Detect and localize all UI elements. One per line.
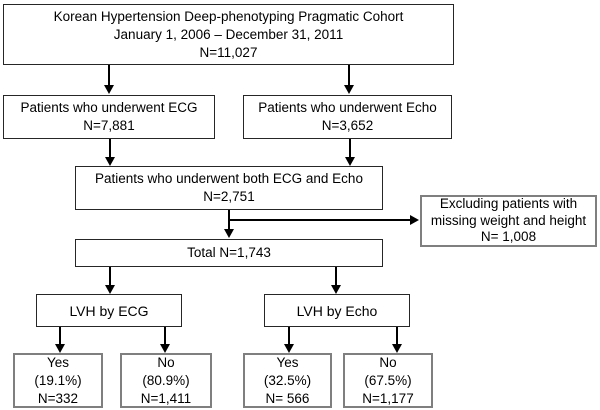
arrow-shaft [109, 139, 111, 159]
arrow-shaft [59, 327, 61, 346]
connector-cohort-to-ecg [104, 65, 114, 94]
node-line: N=11,027 [199, 44, 258, 60]
node-ecg-no: No (80.9%) N=1,411 [120, 353, 212, 408]
node-echo-yes: Yes (32.5%) N= 566 [243, 353, 332, 408]
node-line: No [379, 354, 397, 370]
arrow-shaft [396, 327, 398, 346]
node-line: Excluding patients with [439, 196, 578, 212]
node-lvh-ecg: LVH by ECG [36, 294, 182, 327]
connector-echo-to-both [345, 139, 355, 166]
arrow-down-icon [104, 85, 114, 94]
node-line: (19.1%) [34, 372, 82, 388]
connector-cohort-to-echo [344, 65, 354, 94]
node-line: (32.5%) [263, 372, 312, 388]
node-echo: Patients who underwent Echo N=3,652 [243, 95, 452, 139]
arrow-shaft [164, 327, 166, 346]
node-line: January 1, 2006 – December 31, 2011 [113, 26, 344, 42]
connector-lvh-ecg-to-no [160, 327, 170, 353]
node-line: Total N=1,743 [187, 245, 271, 260]
arrow-shaft [335, 267, 337, 287]
arrow-down-icon [160, 344, 170, 353]
node-line: Yes [276, 354, 299, 370]
node-ecg-yes: Yes (19.1%) N=332 [13, 353, 103, 408]
node-line: N=2,751 [203, 189, 255, 204]
node-line: N=3,652 [321, 118, 374, 133]
arrow-down-icon [284, 344, 294, 353]
arrow-shaft [228, 219, 412, 221]
connector-total-to-lvh-ecg [105, 267, 115, 294]
node-line: LVH by Echo [296, 302, 378, 319]
arrow-down-icon [55, 344, 65, 353]
arrow-shaft [348, 65, 350, 87]
connector-lvh-echo-to-no [392, 327, 402, 353]
node-excluded: Excluding patients with missing weight a… [420, 195, 597, 247]
node-line: Patients who underwent ECG [20, 100, 198, 115]
arrow-down-icon [344, 85, 354, 94]
connector-total-to-lvh-echo [331, 267, 341, 294]
arrow-shaft [108, 65, 110, 87]
node-echo-no: No (67.5%) N=1,177 [343, 353, 433, 408]
node-line: Yes [46, 354, 70, 370]
node-line: N= 1,008 [480, 229, 537, 245]
node-total: Total N=1,743 [75, 239, 383, 267]
node-line: Patients who underwent Echo [258, 100, 437, 115]
node-line: (67.5%) [364, 372, 412, 388]
arrow-down-icon [392, 344, 402, 353]
connector-lvh-echo-to-yes [284, 327, 294, 353]
connector-ecg-to-both [105, 139, 115, 166]
arrow-down-icon [345, 157, 355, 166]
node-line: N= 566 [265, 390, 310, 406]
node-line: No [157, 354, 175, 370]
node-lvh-echo: LVH by Echo [264, 294, 410, 327]
node-line: (80.9%) [142, 372, 190, 388]
node-line: N=332 [37, 390, 79, 406]
arrow-shaft [288, 327, 290, 346]
arrow-shaft [349, 139, 351, 159]
arrow-right-icon [410, 215, 419, 225]
node-line: N=1,177 [362, 390, 414, 406]
arrow-down-icon [224, 229, 234, 238]
arrow-down-icon [105, 157, 115, 166]
arrow-down-icon [331, 285, 341, 294]
node-line: Korean Hypertension Deep-phenotyping Pra… [53, 8, 404, 24]
node-ecg: Patients who underwent ECG N=7,881 [3, 95, 215, 139]
connector-both-to-excluded [228, 215, 419, 225]
arrow-down-icon [105, 285, 115, 294]
node-line: missing weight and height [430, 212, 587, 228]
node-both: Patients who underwent both ECG and Echo… [75, 166, 383, 210]
node-line: N=1,411 [140, 390, 192, 406]
connector-lvh-ecg-to-yes [55, 327, 65, 353]
node-cohort: Korean Hypertension Deep-phenotyping Pra… [3, 4, 454, 65]
node-line: N=7,881 [83, 118, 135, 133]
node-line: LVH by ECG [69, 302, 149, 319]
node-line: Patients who underwent both ECG and Echo [95, 171, 363, 186]
arrow-shaft [109, 267, 111, 287]
